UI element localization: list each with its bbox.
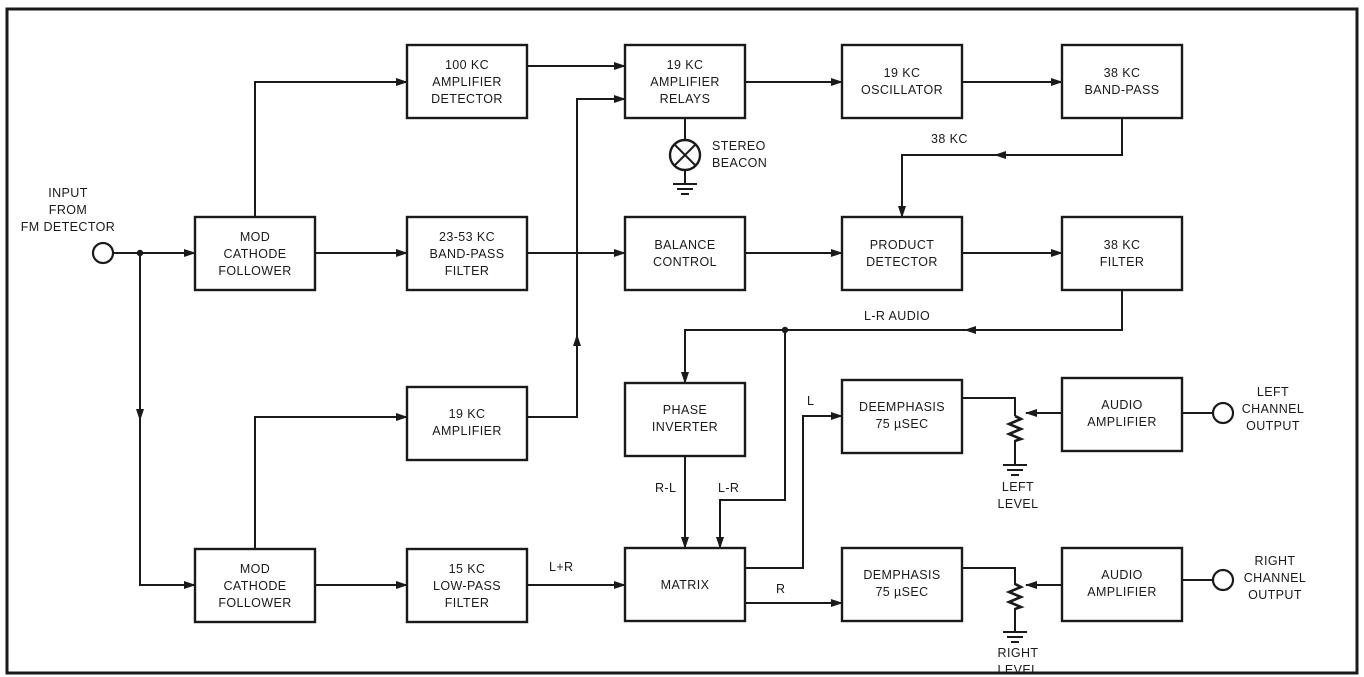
svg-text:INVERTER: INVERTER xyxy=(652,420,718,434)
block-15kc-low-pass-filter: 15 KC LOW-PASS FILTER xyxy=(405,547,529,624)
svg-text:BAND-PASS: BAND-PASS xyxy=(1085,83,1160,97)
svg-text:RELAYS: RELAYS xyxy=(660,92,711,106)
block-19kc-amplifier-relays: 19 KC AMPLIFIER RELAYS xyxy=(623,43,747,120)
svg-text:DEMPHASIS: DEMPHASIS xyxy=(863,568,940,582)
input-terminal-icon xyxy=(91,241,115,265)
svg-text:RIGHT: RIGHT xyxy=(1255,554,1296,568)
input-label: INPUT FROM FM DETECTOR xyxy=(21,186,115,234)
svg-text:BEACON: BEACON xyxy=(712,156,767,170)
svg-text:LEFT: LEFT xyxy=(1257,385,1289,399)
block-23-53kc-band-pass-filter: 23-53 KC BAND-PASS FILTER xyxy=(405,215,529,292)
svg-text:CHANNEL: CHANNEL xyxy=(1242,402,1305,416)
diagram-frame xyxy=(5,7,1359,675)
ground-icon xyxy=(1003,631,1027,643)
block-100kc-amplifier-detector: 100 KC AMPLIFIER DETECTOR xyxy=(405,43,529,120)
right-level-label: RIGHT LEVEL xyxy=(998,646,1039,677)
signal-label-r: R xyxy=(776,582,785,596)
svg-text:FROM: FROM xyxy=(49,203,87,217)
svg-text:FILTER: FILTER xyxy=(445,596,490,610)
block-deemphasis-right: DEMPHASIS 75 µSEC xyxy=(840,546,964,623)
svg-text:AMPLIFIER: AMPLIFIER xyxy=(1087,415,1157,429)
svg-text:MOD: MOD xyxy=(240,230,270,244)
svg-text:75 µSEC: 75 µSEC xyxy=(875,585,928,599)
svg-text:CATHODE: CATHODE xyxy=(224,579,287,593)
svg-text:AMPLIFIER: AMPLIFIER xyxy=(432,424,502,438)
svg-text:AUDIO: AUDIO xyxy=(1101,568,1143,582)
block-product-detector: PRODUCT DETECTOR xyxy=(840,215,964,292)
svg-text:PHASE: PHASE xyxy=(663,403,707,417)
svg-text:100 KC: 100 KC xyxy=(445,58,489,72)
svg-text:BALANCE: BALANCE xyxy=(654,238,715,252)
svg-text:15 KC: 15 KC xyxy=(449,562,486,576)
left-output-label: LEFT CHANNEL OUTPUT xyxy=(1242,385,1305,433)
svg-text:DEEMPHASIS: DEEMPHASIS xyxy=(859,400,945,414)
stereo-beacon-lamp-icon xyxy=(668,138,702,172)
stereo-beacon-label: STEREO BEACON xyxy=(712,139,767,170)
svg-text:LEVEL: LEVEL xyxy=(998,663,1039,677)
block-matrix: MATRIX xyxy=(623,546,747,623)
ground-icon xyxy=(673,118,697,195)
signal-label-l-plus-r: L+R xyxy=(549,560,573,574)
label-lr-audio: L-R AUDIO xyxy=(864,309,930,323)
svg-text:AMPLIFIER: AMPLIFIER xyxy=(1087,585,1157,599)
svg-text:PRODUCT: PRODUCT xyxy=(870,238,935,252)
signal-label-l: L xyxy=(807,394,814,408)
svg-text:FILTER: FILTER xyxy=(445,264,490,278)
svg-text:CATHODE: CATHODE xyxy=(224,247,287,261)
left-level-potentiometer-icon xyxy=(1005,414,1025,443)
left-level-label: LEFT LEVEL xyxy=(998,480,1039,511)
block-19kc-oscillator: 19 KC OSCILLATOR xyxy=(840,43,964,120)
left-output-terminal-icon xyxy=(1211,401,1235,425)
svg-text:23-53 KC: 23-53 KC xyxy=(439,230,495,244)
svg-text:OSCILLATOR: OSCILLATOR xyxy=(861,83,943,97)
svg-text:DETECTOR: DETECTOR xyxy=(431,92,503,106)
svg-text:LEVEL: LEVEL xyxy=(998,497,1039,511)
svg-text:LOW-PASS: LOW-PASS xyxy=(433,579,501,593)
right-output-label: RIGHT CHANNEL OUTPUT xyxy=(1244,554,1307,602)
signal-label-r-minus-l: R-L xyxy=(655,481,676,495)
block-phase-inverter: PHASE INVERTER xyxy=(623,381,747,458)
svg-text:AUDIO: AUDIO xyxy=(1101,398,1143,412)
block-audio-amplifier-right: AUDIO AMPLIFIER xyxy=(1060,546,1184,623)
svg-text:STEREO: STEREO xyxy=(712,139,766,153)
svg-text:OUTPUT: OUTPUT xyxy=(1246,419,1300,433)
block-audio-amplifier-left: AUDIO AMPLIFIER xyxy=(1060,376,1184,453)
svg-text:BAND-PASS: BAND-PASS xyxy=(430,247,505,261)
block-mod-cathode-follower-bottom: MOD CATHODE FOLLOWER xyxy=(193,547,317,624)
block-38kc-filter: 38 KC FILTER xyxy=(1060,215,1184,292)
svg-text:AMPLIFIER: AMPLIFIER xyxy=(432,75,502,89)
block-balance-control: BALANCE CONTROL xyxy=(623,215,747,292)
label-38kc: 38 KC xyxy=(931,132,968,146)
block-mod-cathode-follower-top: MOD CATHODE FOLLOWER xyxy=(193,215,317,292)
svg-text:19 KC: 19 KC xyxy=(667,58,704,72)
svg-text:FOLLOWER: FOLLOWER xyxy=(218,596,291,610)
signal-wires xyxy=(113,62,1213,632)
ground-icon xyxy=(1003,464,1027,476)
svg-text:CONTROL: CONTROL xyxy=(653,255,717,269)
svg-text:INPUT: INPUT xyxy=(48,186,88,200)
svg-text:19 KC: 19 KC xyxy=(884,66,921,80)
svg-text:OUTPUT: OUTPUT xyxy=(1248,588,1302,602)
svg-text:AMPLIFIER: AMPLIFIER xyxy=(650,75,720,89)
svg-text:38 KC: 38 KC xyxy=(1104,66,1141,80)
svg-text:CHANNEL: CHANNEL xyxy=(1244,571,1307,585)
signal-label-l-minus-r: L-R xyxy=(718,481,739,495)
svg-text:MOD: MOD xyxy=(240,562,270,576)
svg-text:LEFT: LEFT xyxy=(1002,480,1034,494)
block-deemphasis-left: DEEMPHASIS 75 µSEC xyxy=(840,378,964,455)
svg-text:75 µSEC: 75 µSEC xyxy=(875,417,928,431)
block-19kc-amplifier: 19 KC AMPLIFIER xyxy=(405,385,529,462)
svg-text:DETECTOR: DETECTOR xyxy=(866,255,938,269)
svg-text:FM DETECTOR: FM DETECTOR xyxy=(21,220,115,234)
svg-text:19 KC: 19 KC xyxy=(449,407,486,421)
right-level-potentiometer-icon xyxy=(1005,582,1025,611)
block-38kc-band-pass: 38 KC BAND-PASS xyxy=(1060,43,1184,120)
right-output-terminal-icon xyxy=(1211,568,1235,592)
svg-text:38 KC: 38 KC xyxy=(1104,238,1141,252)
svg-text:FILTER: FILTER xyxy=(1100,255,1145,269)
svg-text:MATRIX: MATRIX xyxy=(661,578,710,592)
svg-text:RIGHT: RIGHT xyxy=(998,646,1039,660)
svg-text:FOLLOWER: FOLLOWER xyxy=(218,264,291,278)
